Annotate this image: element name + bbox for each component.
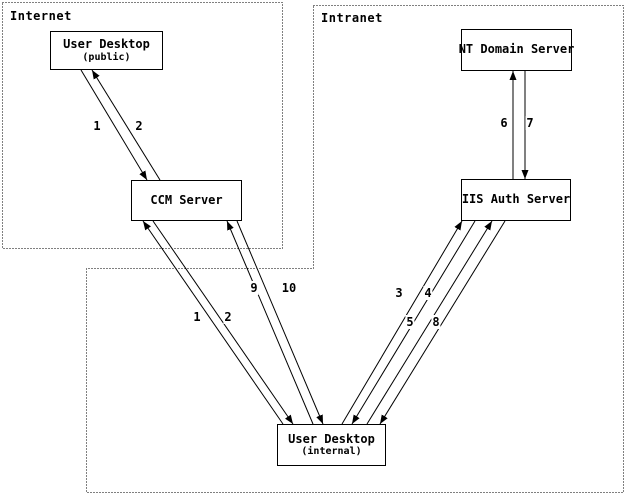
arrow-2-ccm-to-internal-desktop bbox=[152, 220, 294, 425]
arrow-8-iis-to-internal-desktop bbox=[379, 220, 506, 425]
arrow-label-9: 9 bbox=[249, 281, 259, 295]
arrow-5-internal-desktop-to-iis bbox=[366, 220, 493, 425]
node-user-desktop-internal: User Desktop (internal) bbox=[277, 424, 386, 466]
internet-region-border bbox=[2, 2, 283, 249]
arrow-label-6: 6 bbox=[499, 116, 509, 130]
node-title: CCM Server bbox=[150, 192, 223, 207]
node-subtitle: (internal) bbox=[301, 446, 362, 458]
arrow-1-public-desktop-to-ccm bbox=[80, 69, 148, 181]
arrow-3-internal-desktop-to-iis bbox=[341, 220, 463, 425]
arrow-label-1-public: 1 bbox=[92, 119, 102, 133]
arrow-label-7: 7 bbox=[525, 116, 535, 130]
node-title: IIS Auth Server bbox=[461, 192, 571, 207]
node-iis-auth-server: IIS Auth Server bbox=[461, 179, 571, 221]
intranet-region-label: Intranet bbox=[321, 11, 383, 25]
arrow-label-10: 10 bbox=[280, 281, 298, 295]
node-ccm-server: CCM Server bbox=[131, 180, 242, 221]
arrow-label-1-internal: 1 bbox=[192, 310, 202, 324]
arrow-label-4: 4 bbox=[423, 286, 433, 300]
arrow-label-3: 3 bbox=[394, 286, 404, 300]
arrow-label-2-internal: 2 bbox=[223, 310, 233, 324]
arrow-label-8: 8 bbox=[431, 315, 441, 329]
arrow-2-ccm-to-public-desktop bbox=[91, 69, 161, 181]
arrow-10-ccm-to-internal-desktop bbox=[236, 220, 324, 425]
node-subtitle: (public) bbox=[82, 51, 131, 63]
node-title: NT Domain Server bbox=[458, 42, 575, 57]
node-nt-domain-server: NT Domain Server bbox=[458, 29, 575, 71]
arrow-1-internal-desktop-to-ccm bbox=[142, 220, 284, 425]
arrow-label-2-public: 2 bbox=[134, 119, 144, 133]
node-title: User Desktop bbox=[288, 431, 375, 446]
node-user-desktop-public: User Desktop (public) bbox=[50, 31, 163, 70]
arrow-9-internal-desktop-to-ccm bbox=[226, 220, 314, 425]
node-title: User Desktop bbox=[63, 37, 150, 52]
arrow-label-5: 5 bbox=[405, 315, 415, 329]
intranet-region-border bbox=[86, 5, 624, 493]
internet-region-label: Internet bbox=[10, 9, 72, 23]
